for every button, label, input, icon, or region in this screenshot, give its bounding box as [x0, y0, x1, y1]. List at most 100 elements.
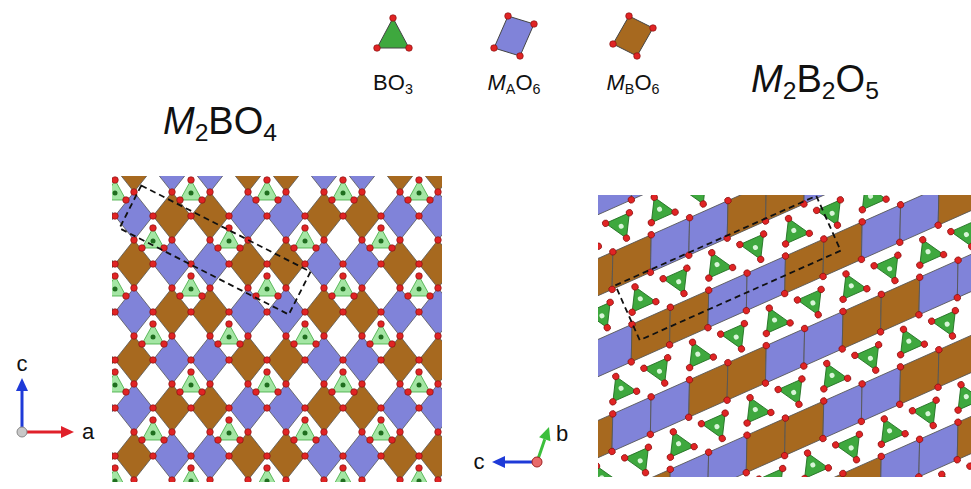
oxygen-atom	[237, 245, 244, 252]
oxygen-atom	[321, 189, 328, 196]
oxygen-atom	[800, 324, 809, 333]
oxygen-atom	[896, 362, 905, 371]
oxygen-atom	[329, 293, 336, 300]
oxygen-atom	[188, 369, 195, 376]
bo3-triangle	[968, 290, 971, 321]
oxygen-atom	[264, 369, 271, 376]
bo3-triangle	[604, 371, 637, 402]
boron-atom	[905, 338, 912, 345]
oxygen-atom	[169, 477, 176, 482]
bo3-triangle	[681, 337, 714, 368]
oxygen-atom	[416, 273, 423, 280]
oxygen-atom	[666, 465, 675, 474]
oxygen-atom	[161, 437, 168, 444]
oxygen-atom	[340, 273, 347, 280]
oxygen-atom	[123, 197, 130, 204]
oxygen-atom	[724, 358, 733, 367]
oxygen-atom	[683, 264, 692, 273]
oxygen-atom	[858, 205, 867, 214]
oxygen-atom	[313, 341, 320, 348]
oxygen-atom	[378, 213, 385, 220]
bo3-triangle	[701, 413, 734, 444]
oxygen-atom	[405, 197, 412, 204]
oxygen-atom	[609, 397, 618, 406]
oxygen-atom	[329, 389, 336, 396]
oxygen-atom	[762, 341, 771, 350]
oxygen-atom	[416, 357, 423, 364]
bo3-triangle	[738, 392, 771, 423]
oxygen-atom	[416, 213, 423, 220]
oxygen-atom	[915, 310, 924, 319]
oxygen-atom	[321, 429, 328, 436]
boron-atom	[227, 335, 232, 340]
oxygen-atom	[491, 45, 498, 52]
oxygen-atom	[245, 189, 252, 196]
oxygen-atom	[359, 477, 366, 482]
oxygen-atom	[378, 417, 385, 424]
boron-atom	[417, 479, 422, 483]
oxygen-atom	[795, 400, 804, 409]
boron-atom	[714, 423, 721, 430]
bo3-triangle	[778, 379, 811, 410]
oxygen-atom	[767, 408, 776, 417]
oxygen-atom	[660, 379, 669, 388]
boron-atom	[867, 195, 874, 200]
oxygen-atom	[646, 430, 655, 439]
oxygen-atom	[937, 470, 946, 477]
oxygen-atom	[435, 189, 442, 196]
oxygen-atom	[435, 285, 442, 292]
oxygen-atom	[819, 434, 828, 443]
oxygen-atom	[177, 293, 184, 300]
oxygen-atom	[650, 25, 657, 32]
boron-atom	[113, 479, 118, 483]
oxygen-atom	[435, 381, 442, 388]
oxygen-atom	[378, 261, 385, 268]
boron-atom	[656, 206, 663, 213]
boron-atom	[752, 244, 759, 251]
oxygen-atom	[416, 465, 423, 472]
oxygen-atom	[625, 208, 634, 217]
bo3-triangle	[911, 234, 944, 265]
oxygen-atom	[264, 261, 271, 268]
oxygen-atom	[199, 293, 206, 300]
oxygen-atom	[283, 429, 290, 436]
oxygen-atom	[226, 357, 233, 364]
boron-atom	[303, 239, 308, 244]
oxygen-atom	[226, 321, 233, 328]
oxygen-atom	[870, 261, 879, 270]
bo3-triangle	[949, 379, 971, 410]
boron-atom	[963, 393, 970, 400]
boron-atom	[829, 372, 836, 379]
oxygen-atom	[640, 364, 649, 373]
bo3-triangle	[855, 345, 888, 376]
boron-atom	[886, 265, 893, 272]
axis-arrowhead	[61, 426, 74, 438]
oxygen-atom	[669, 427, 678, 436]
bo3-triangle	[598, 226, 599, 257]
bo3-triangle	[853, 195, 886, 210]
oxygen-atom	[800, 200, 809, 209]
oxygen-atom	[416, 177, 423, 184]
oxygen-atom	[321, 285, 328, 292]
octahedron	[924, 195, 971, 225]
oxygen-atom	[716, 330, 725, 339]
bo3-triangle	[682, 195, 715, 209]
oxygen-atom	[819, 385, 828, 394]
oxygen-atom	[939, 250, 948, 259]
oxygen-atom	[918, 235, 927, 244]
oxygen-atom	[169, 333, 176, 340]
oxygen-atom	[966, 462, 971, 471]
oxygen-atom	[427, 389, 434, 396]
oxygen-atom	[756, 255, 765, 264]
glyph: 2	[783, 77, 797, 104]
oxygen-atom	[169, 237, 176, 244]
oxygen-atom	[895, 238, 904, 247]
oxygen-atom	[632, 387, 641, 396]
oxygen-atom	[781, 414, 790, 423]
glyph: A	[506, 81, 516, 97]
oxygen-atom	[264, 177, 271, 184]
glyph: O	[388, 70, 405, 95]
oxygen-atom	[112, 369, 118, 376]
oxygen-atom	[199, 389, 206, 396]
oxygen-atom	[188, 357, 195, 364]
